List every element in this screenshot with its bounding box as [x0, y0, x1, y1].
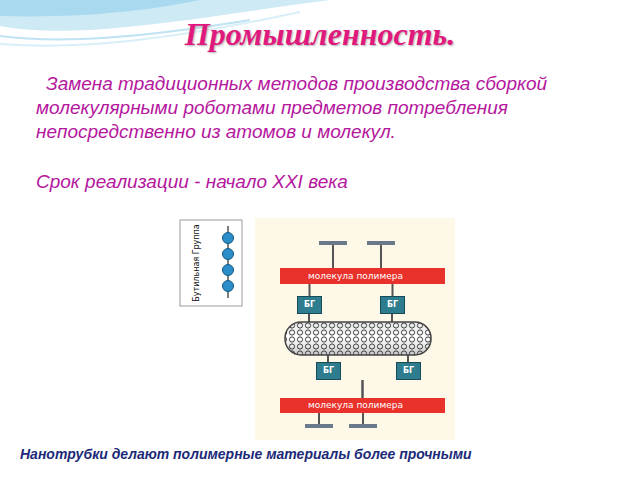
slide-title: Промышленность.: [0, 16, 640, 53]
wave-decoration: [0, 0, 200, 16]
polymer-end: [305, 413, 377, 428]
polymer-end: [319, 241, 395, 268]
node-text: молекула полимера: [308, 271, 403, 281]
caption: Нанотрубки делают полимерные материалы б…: [20, 446, 630, 462]
butyl-group-box: БГ: [316, 362, 341, 380]
atom: [223, 249, 234, 260]
node-text: БГ: [304, 300, 315, 309]
bond-line: [392, 284, 394, 296]
body-text: Срок реализации - начало XXI века: [36, 170, 596, 194]
atom: [223, 233, 234, 244]
picture-ground: [255, 218, 455, 440]
butyl-group-box: БГ: [297, 296, 322, 314]
bond-line: [362, 380, 364, 398]
butyl-group-box: БГ: [396, 362, 421, 380]
bond-line: [309, 284, 311, 296]
atom: [223, 281, 234, 292]
node-text: БГ: [403, 366, 414, 375]
polymer-band: молекула полимера: [280, 398, 445, 413]
inset-frame: [180, 220, 242, 306]
nanotube: [285, 322, 431, 355]
node-text: молекула полимера: [308, 400, 403, 410]
node-text: Бутильная Группа: [192, 224, 201, 302]
nanotube-lattice: [285, 322, 431, 355]
node-text: БГ: [323, 366, 334, 375]
node-text: БГ: [387, 300, 398, 309]
butyl-label: Бутильная Группа: [181, 221, 211, 305]
bond-line: [362, 380, 364, 398]
polymer-band: молекула полимера: [280, 268, 445, 284]
butyl-group-box: БГ: [380, 296, 405, 314]
body-text: Замена традиционных методов производства…: [36, 72, 596, 144]
atom: [223, 265, 234, 276]
